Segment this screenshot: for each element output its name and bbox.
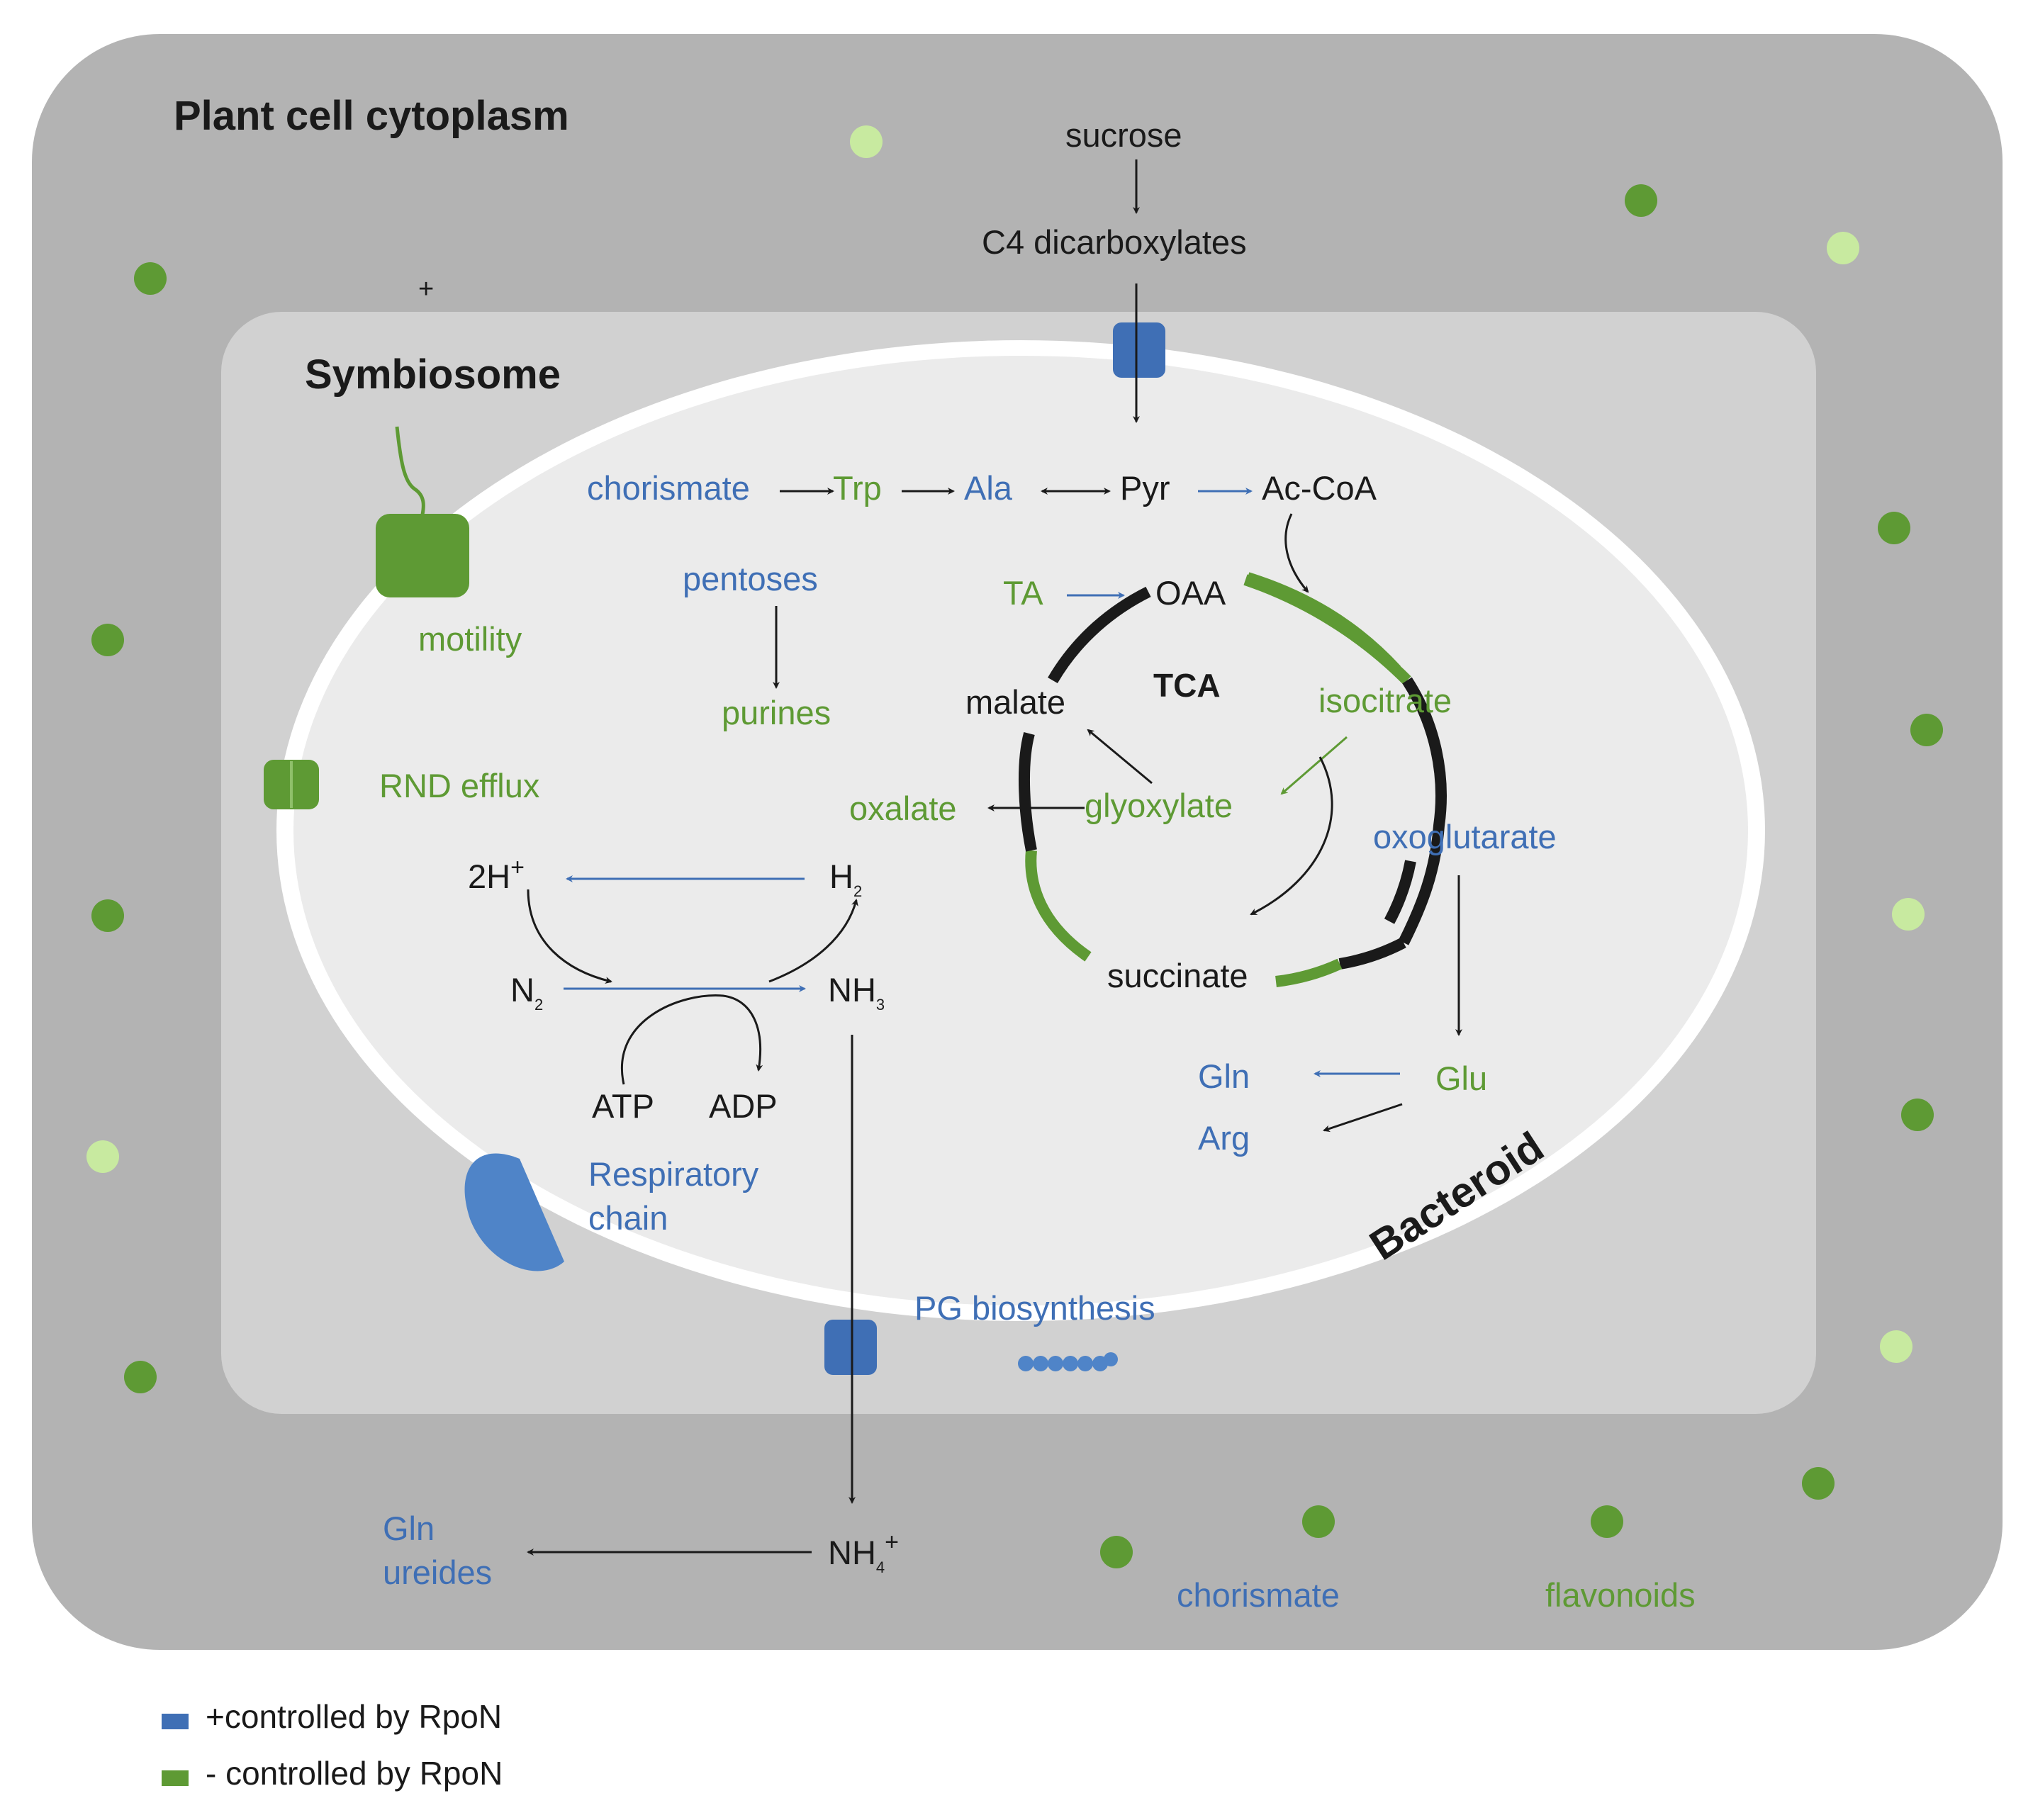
nh4-plus-label: NH4+: [828, 1529, 899, 1576]
respiratory-label-1: Respiratory: [588, 1155, 759, 1193]
respiratory-label-2: chain: [588, 1199, 668, 1237]
pg-biosynthesis-beads: [1018, 1352, 1118, 1371]
dark-dot: [124, 1361, 157, 1393]
oxalate-label: oxalate: [849, 790, 957, 827]
flavonoids-label: flavonoids: [1545, 1576, 1696, 1614]
isocitrate-label: isocitrate: [1318, 682, 1452, 719]
2h-to-n2-arrow: [527, 889, 612, 984]
c4-transporter: [1113, 322, 1165, 378]
nh3-to-h2-arrow: [768, 899, 858, 983]
dark-dot: [1625, 184, 1657, 217]
accoa-oaa-arrow: [1284, 513, 1309, 593]
dark-dot: [1100, 1536, 1133, 1568]
h2-label: H2: [829, 858, 862, 900]
cytoplasm-label: Plant cell cytoplasm: [174, 93, 569, 139]
atp-label: ATP: [592, 1087, 654, 1125]
plus-sign: +: [418, 274, 434, 304]
cytoplasm-dots: [86, 125, 1943, 1568]
purines-label: purines: [722, 694, 831, 731]
dark-dot: [1591, 1505, 1623, 1538]
legend-swatch-positive: [162, 1714, 189, 1729]
dark-dot: [91, 624, 124, 656]
dark-dot: [91, 899, 124, 932]
n2-label: N2: [510, 971, 543, 1013]
tca-label: TCA: [1153, 667, 1221, 704]
c4-dicarboxylates-label: C4 dicarboxylates: [982, 223, 1247, 261]
light-dot: [1827, 232, 1859, 264]
oxoglutarate-label: oxoglutarate: [1373, 818, 1557, 855]
light-dot: [850, 125, 883, 158]
bacteroid-region: [293, 356, 1748, 1305]
arg-label: Arg: [1198, 1119, 1250, 1157]
pyr-label: Pyr: [1120, 469, 1170, 507]
chorismate-label: chorismate: [587, 469, 750, 507]
tca-arc: [1338, 937, 1406, 970]
ala-label: Ala: [964, 469, 1013, 507]
tca-arc: [1384, 860, 1416, 924]
tca-arc: [1398, 677, 1447, 945]
respiratory-chain-complex: [464, 1153, 564, 1271]
chorismate-out-label: chorismate: [1177, 1576, 1340, 1614]
motility-label: motility: [418, 620, 522, 658]
malate-label: malate: [965, 683, 1065, 721]
isocitrate-glyoxylate-arrow: [1280, 736, 1348, 795]
light-dot: [86, 1140, 119, 1173]
light-dot: [1892, 898, 1925, 931]
light-dot: [1880, 1330, 1912, 1363]
dark-dot: [1910, 714, 1943, 746]
oaa-label: OAA: [1155, 574, 1226, 612]
succinate-label: succinate: [1107, 957, 1248, 994]
tca-arc: [1025, 850, 1092, 962]
dark-dot: [134, 262, 167, 295]
dark-dot: [1302, 1505, 1335, 1538]
tca-arc: [1245, 572, 1401, 674]
trp-label: Trp: [833, 469, 882, 507]
ta-label: TA: [1003, 574, 1043, 612]
pg-biosynthesis-label: PG biosynthesis: [914, 1289, 1155, 1327]
legend-positive-label: +controlled by RpoN: [206, 1698, 502, 1735]
dark-dot: [1878, 512, 1910, 544]
legend-negative-label: - controlled by RpoN: [206, 1755, 503, 1792]
tca-cycle: [1019, 572, 1447, 987]
accoa-label: Ac-CoA: [1262, 469, 1377, 507]
dark-dot: [1802, 1467, 1835, 1500]
glyoxylate-label: glyoxylate: [1085, 787, 1233, 824]
pentoses-label: pentoses: [683, 560, 818, 597]
glyoxylate-malate-arrow: [1087, 729, 1153, 785]
ureides-label: ureides: [383, 1554, 492, 1591]
nh3-label: NH3: [828, 971, 885, 1013]
adp-label: ADP: [709, 1087, 778, 1125]
2h-plus-label: 2H+: [468, 854, 525, 895]
flagellum: [395, 426, 425, 515]
atp-adp-arrow: [621, 994, 763, 1085]
dark-dot: [1901, 1099, 1934, 1131]
motility-protein: [376, 514, 469, 597]
legend: +controlled by RpoN - controlled by RpoN: [162, 1698, 503, 1792]
rnd-efflux-label: RND efflux: [379, 767, 539, 804]
pathway-arrows: [527, 159, 1462, 1556]
isocitrate-succinate-arrow: [1250, 756, 1333, 916]
symbiosome-label: Symbiosome: [305, 352, 561, 398]
tca-arc: [1019, 731, 1037, 852]
glu-label: Glu: [1435, 1060, 1487, 1097]
sucrose-label: sucrose: [1065, 116, 1182, 154]
tca-arc: [1275, 958, 1343, 987]
nh4-transporter: [824, 1320, 877, 1375]
gln-out-label: Gln: [383, 1510, 435, 1547]
glu-arg-arrow: [1323, 1103, 1403, 1133]
tca-arc: [1048, 586, 1151, 684]
gln-label: Gln: [1198, 1057, 1250, 1095]
legend-swatch-negative: [162, 1770, 189, 1786]
